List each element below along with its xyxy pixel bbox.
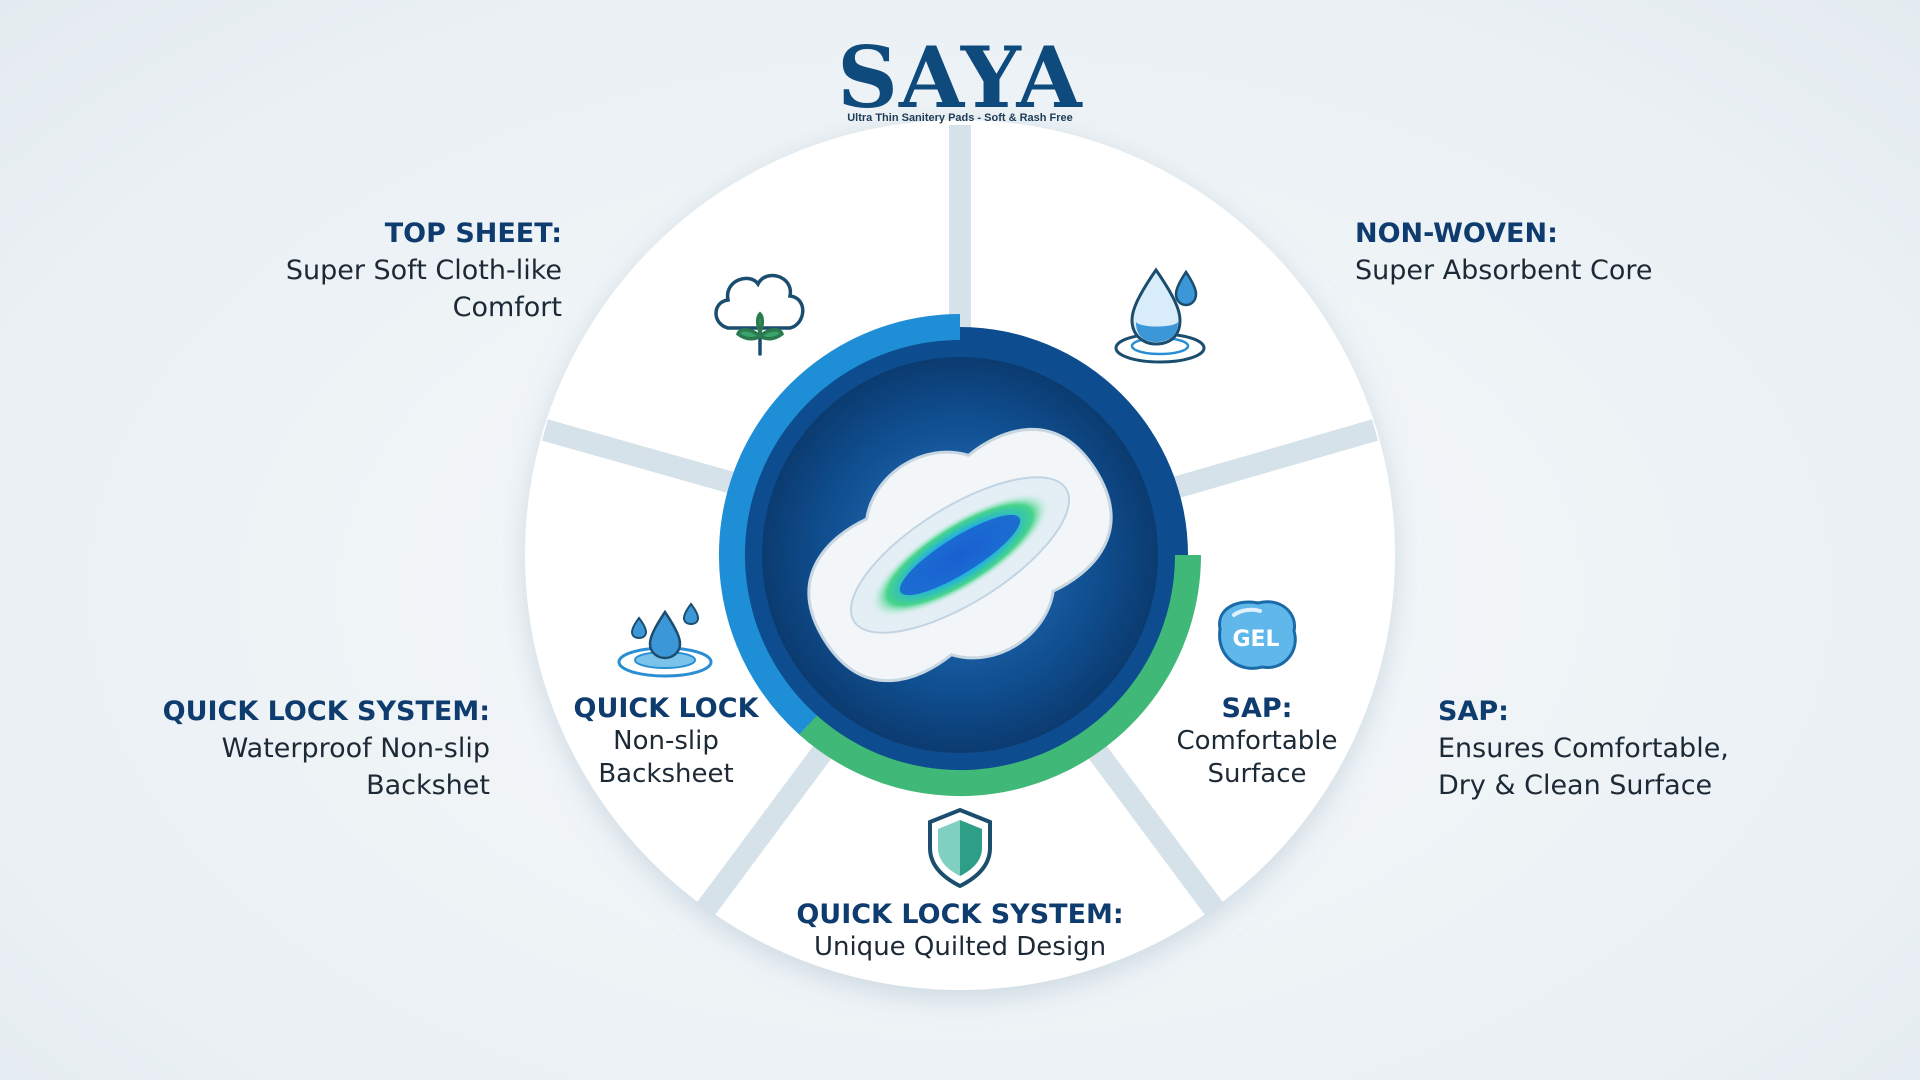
label-desc: Waterproof Non-slip Backshet [221, 733, 490, 801]
label-top-sheet: TOP SHEET: Super Soft Cloth-like Comfort [200, 215, 562, 326]
gel-blob-icon: GEL [1218, 600, 1297, 670]
label-desc: Super Soft Cloth-like Comfort [285, 255, 562, 323]
label-title: NON-WOVEN: [1355, 218, 1558, 249]
shield-icon [928, 807, 992, 889]
label-desc: Ensures Comfortable, Dry & Clean Surface [1438, 733, 1729, 801]
label-quick-lock-system-left: QUICK LOCK SYSTEM: Waterproof Non-slip B… [120, 693, 490, 804]
label-desc: Super Absorbent Core [1355, 255, 1653, 286]
label-title: QUICK LOCK SYSTEM: [162, 696, 490, 727]
sanitary-pad-illustration [807, 427, 1113, 683]
label-title: QUICK LOCK [573, 693, 759, 724]
cotton-flower-icon [714, 273, 805, 356]
label-title: TOP SHEET: [384, 218, 562, 249]
label-title: SAP: [1438, 696, 1509, 727]
divider-right-upper [1146, 419, 1379, 506]
water-drop-icon [1114, 267, 1206, 364]
label-title: SAP: [1221, 693, 1293, 724]
center-ring-lightblue-arc [718, 314, 961, 735]
inner-label-quick-lock-system-bottom: QUICK LOCK SYSTEM: Unique Quilted Design [760, 898, 1160, 964]
inner-label-quick-lock: QUICK LOCK Non-slip Backsheet [555, 692, 777, 791]
label-desc: Non-slip Backsheet [598, 726, 734, 789]
brand-logo: SAYA [837, 28, 1083, 127]
label-desc: Unique Quilted Design [813, 932, 1107, 962]
inner-label-sap: SAP: Comfortable Surface [1143, 692, 1371, 791]
water-splash-icon [617, 602, 713, 678]
label-desc: Comfortable Surface [1176, 726, 1338, 789]
label-non-woven: NON-WOVEN: Super Absorbent Core [1355, 215, 1775, 289]
brand-tagline: Ultra Thin Sanitery Pads - Soft & Rash F… [847, 112, 1073, 124]
gel-icon-text: GEL [1232, 627, 1279, 652]
center-ring-green-arc [799, 554, 1201, 797]
label-sap-right: SAP: Ensures Comfortable, Dry & Clean Su… [1438, 693, 1858, 804]
label-title: QUICK LOCK SYSTEM: [796, 899, 1124, 930]
